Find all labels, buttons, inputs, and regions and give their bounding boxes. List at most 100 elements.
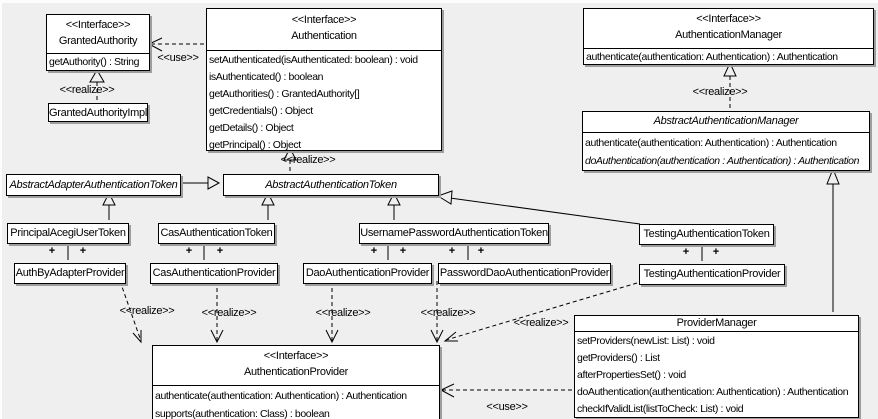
edge-use-authentication-grantedauthority xyxy=(147,37,204,52)
stereotype-label: <<Interface>> xyxy=(263,350,329,362)
method: isAuthenticated() : boolean xyxy=(209,71,324,83)
edge-gen-testingauthenticationtoken xyxy=(436,190,641,225)
class-name: PasswordDaoAuthenticationProvider xyxy=(439,267,610,279)
multiplicity-label: + xyxy=(712,246,720,258)
class-header: CasAuthenticationToken xyxy=(159,224,274,242)
class-username-password-authentication-token: UsernamePasswordAuthenticationToken xyxy=(359,223,549,244)
class-name: PrincipalAcegiUserToken xyxy=(10,227,126,239)
class-name: CasAuthenticationToken xyxy=(160,227,273,239)
class-name: Authentication xyxy=(291,30,357,42)
class-principal-acegi-user-token: PrincipalAcegiUserToken xyxy=(7,223,129,244)
edge-label-realize: <<realize>> xyxy=(119,305,175,317)
method: afterPropertiesSet() : void xyxy=(577,369,686,381)
class-header: <<Interface>> Authentication xyxy=(207,9,441,51)
edge-gen-abstractadapter-abstracttoken xyxy=(179,176,221,190)
class-header: AbstractAuthenticationToken xyxy=(224,175,438,195)
class-header: AuthByAdapterProvider xyxy=(15,264,125,282)
class-name: GrantedAuthorityImpl xyxy=(49,107,147,119)
multiplicity-label: + xyxy=(682,246,690,258)
class-cas-authentication-provider: CasAuthenticationProvider xyxy=(150,263,278,284)
method-list: authenticate(authentication: Authenticat… xyxy=(584,49,873,64)
edge-gen-providermanager xyxy=(826,167,840,312)
edge-label-realize: <<realize>> xyxy=(420,307,476,319)
class-header: PasswordDaoAuthenticationProvider xyxy=(439,264,610,282)
class-cas-authentication-token: CasAuthenticationToken xyxy=(158,223,275,244)
method: doAuthentication(authentication: Authent… xyxy=(577,386,849,398)
method: setProviders(newList: List) : void xyxy=(577,335,715,347)
class-authentication: <<Interface>> Authentication setAuthenti… xyxy=(206,8,442,151)
class-testing-authentication-provider: TestingAuthenticationProvider xyxy=(639,264,785,285)
multiplicity-label: + xyxy=(185,245,193,257)
class-auth-by-adapter-provider: AuthByAdapterProvider xyxy=(14,263,126,284)
method: getPrincipal() : Object xyxy=(209,139,301,151)
class-header: AbstractAdapterAuthenticationToken xyxy=(7,175,180,195)
class-name: AuthByAdapterProvider xyxy=(15,267,125,279)
class-dao-authentication-provider: DaoAuthenticationProvider xyxy=(303,263,432,284)
class-name: TestingAuthenticationProvider xyxy=(643,268,781,280)
edge-realize-testingauthenticationprovider xyxy=(443,282,638,342)
class-name: UsernamePasswordAuthenticationToken xyxy=(360,227,548,239)
method: authenticate(authentication: Authenticat… xyxy=(586,51,838,63)
multiplicity-label: + xyxy=(79,245,87,257)
multiplicity-label: + xyxy=(399,245,407,257)
method-list: setAuthenticated(isAuthenticated: boolea… xyxy=(207,51,441,151)
class-abstract-authentication-token: AbstractAuthenticationToken xyxy=(223,174,439,196)
multiplicity-label: + xyxy=(477,245,485,257)
edge-realize-abstractauthenticationtoken xyxy=(283,146,297,171)
class-name: AbstractAuthenticationManager xyxy=(653,115,799,127)
multiplicity-label: + xyxy=(48,245,56,257)
method: getCredentials() : Object xyxy=(209,105,313,117)
method: authenticate(authentication: Authenticat… xyxy=(155,390,407,402)
class-header: <<Interface>> GrantedAuthority xyxy=(47,15,149,54)
class-name: AbstractAdapterAuthenticationToken xyxy=(9,179,178,191)
class-name: AuthenticationManager xyxy=(675,29,782,41)
method: getAuthorities() : GrantedAuthority[] xyxy=(209,88,360,100)
method-list: getAuthority() : String xyxy=(47,54,149,70)
multiplicity-label: + xyxy=(216,245,224,257)
edge-gen-casauthenticationtoken xyxy=(261,191,275,220)
class-header: PrincipalAcegiUserToken xyxy=(8,224,128,242)
class-granted-authority: <<Interface>> GrantedAuthority getAuthor… xyxy=(46,14,150,71)
edge-realize-passworddaoprovider xyxy=(430,281,444,344)
class-header: TestingAuthenticationProvider xyxy=(640,265,784,283)
class-granted-authority-impl: GrantedAuthorityImpl xyxy=(48,103,148,122)
edge-label-use: <<use>> xyxy=(486,401,528,413)
class-name: AbstractAuthenticationToken xyxy=(265,179,397,191)
edge-realize-abstractauthenticationmanager xyxy=(723,61,737,108)
edge-label-realize: <<realize>> xyxy=(59,84,115,96)
class-name: CasAuthenticationProvider xyxy=(152,267,276,279)
class-header: CasAuthenticationProvider xyxy=(151,264,277,282)
edge-realize-daoauthenticationprovider xyxy=(325,281,339,344)
method: getAuthority() : String xyxy=(49,56,140,68)
method: checkIfValidList(listToCheck: List) : vo… xyxy=(577,403,744,415)
multiplicity-label: + xyxy=(370,245,378,257)
edge-label-use: <<use>> xyxy=(157,52,199,64)
class-provider-manager: ProviderManager setProviders(newList: Li… xyxy=(574,315,859,418)
method: getProviders() : List xyxy=(577,352,660,364)
class-header: AbstractAuthenticationManager xyxy=(583,112,869,133)
stereotype-label: <<Interface>> xyxy=(291,14,357,26)
class-header: GrantedAuthorityImpl xyxy=(49,104,147,121)
edge-label-realize: <<realize>> xyxy=(280,154,336,166)
method-list: authenticate(authentication: Authenticat… xyxy=(153,386,439,419)
class-header: <<Interface>> AuthenticationManager xyxy=(584,9,873,49)
class-header: ProviderManager xyxy=(575,316,858,332)
class-password-dao-authentication-provider: PasswordDaoAuthenticationProvider xyxy=(438,263,611,284)
edge-gen-principalacegiusertoken xyxy=(102,191,116,220)
stereotype-label: <<Interface>> xyxy=(65,19,131,31)
edge-label-realize: <<realize>> xyxy=(692,86,748,98)
class-authentication-manager: <<Interface>> AuthenticationManager auth… xyxy=(583,8,874,65)
edge-use-providermanager-authenticationprovider xyxy=(439,383,572,398)
class-header: <<Interface>> AuthenticationProvider xyxy=(153,346,439,386)
method-list: authenticate(authentication: Authenticat… xyxy=(583,133,869,170)
class-name: AuthenticationProvider xyxy=(243,366,349,378)
class-testing-authentication-token: TestingAuthenticationToken xyxy=(639,224,774,245)
class-name: TestingAuthenticationToken xyxy=(643,228,770,240)
method: doAuthentication(authentication : Authen… xyxy=(585,155,860,167)
class-abstract-authentication-manager: AbstractAuthenticationManager authentica… xyxy=(582,111,870,171)
edge-gen-usernamepasswordtoken xyxy=(387,191,401,220)
class-authentication-provider: <<Interface>> AuthenticationProvider aut… xyxy=(152,345,440,419)
method-list: setProviders(newList: List) : void getPr… xyxy=(575,332,858,417)
